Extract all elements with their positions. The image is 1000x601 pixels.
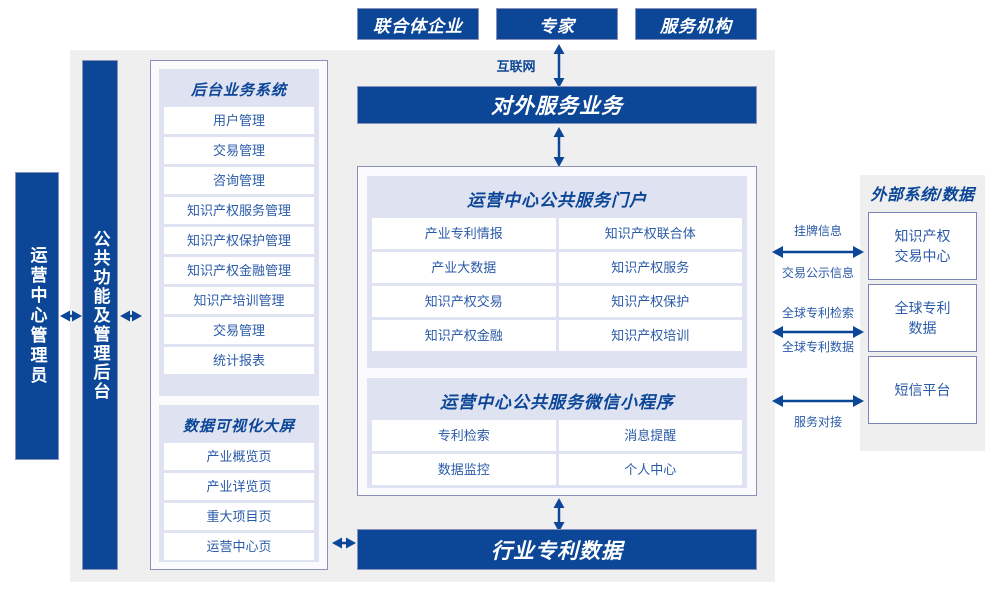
portal-item-5[interactable]: 知识产权保护 xyxy=(558,286,742,317)
external-conn-arrow-2 xyxy=(772,391,864,411)
visualization-item-label-3: 运营中心页 xyxy=(206,539,272,554)
center-subpanel: 运营中心公共服务门户 产业专利情报 知识产权联合体 产业大数据 知识产权服务 知… xyxy=(357,166,757,496)
backoffice-title: 后台业务系统 xyxy=(190,82,287,99)
backoffice-item-6[interactable]: 知识产培训管理 xyxy=(164,287,314,314)
backoffice-item-label-5: 知识产权金融管理 xyxy=(186,263,291,278)
portal-item-0[interactable]: 产业专利情报 xyxy=(372,218,556,249)
role-admin-bar[interactable]: 运营中心管理员 xyxy=(15,172,59,460)
industry-patent-data-label: 行业专利数据 xyxy=(491,539,623,563)
backoffice-to-data-arrow xyxy=(332,533,356,553)
external-conn-label-below-0: 交易公示信息 xyxy=(781,266,854,280)
backoffice-item-label-8: 统计报表 xyxy=(212,353,265,368)
visualization-item-label-0: 产业概览页 xyxy=(206,449,272,464)
portal-item-label-5: 知识产权保护 xyxy=(611,294,690,309)
visualization-group: 数据可视化大屏 产业概览页 产业详览页 重大项目页 运营中心页 xyxy=(159,405,319,562)
internet-label: 互联网 xyxy=(496,59,536,74)
external-conn-label-above-0: 挂牌信息 xyxy=(793,224,842,238)
visualization-item-1[interactable]: 产业详览页 xyxy=(164,473,314,500)
backoffice-item-5[interactable]: 知识产权金融管理 xyxy=(164,257,314,284)
portal-item-label-4: 知识产权交易 xyxy=(424,294,503,309)
miniprogram-grid: 专利检索 消息提醒 数据监控 个人中心 xyxy=(372,420,742,485)
miniprogram-group: 运营中心公共服务微信小程序 专利检索 消息提醒 数据监控 个人中心 xyxy=(367,378,747,488)
common-to-backoffice-arrow xyxy=(120,306,142,326)
portal-item-2[interactable]: 产业大数据 xyxy=(372,252,556,283)
external-conn-arrow-1 xyxy=(772,322,864,342)
external-box-2[interactable]: 短信平台 xyxy=(868,356,977,424)
visualization-title: 数据可视化大屏 xyxy=(182,418,295,435)
external-conn-label-below-2: 服务对接 xyxy=(793,415,842,429)
portal-group: 运营中心公共服务门户 产业专利情报 知识产权联合体 产业大数据 知识产权服务 知… xyxy=(367,176,747,368)
admin-to-common-arrow xyxy=(60,306,82,326)
backoffice-item-3[interactable]: 知识产权服务管理 xyxy=(164,197,314,224)
backoffice-subpanel: 后台业务系统 用户管理 交易管理 咨询管理 知识产权服务管理 知识产权保护管理 … xyxy=(150,60,328,570)
miniprogram-title: 运营中心公共服务微信小程序 xyxy=(440,393,674,412)
portal-item-6[interactable]: 知识产权金融 xyxy=(372,320,556,351)
miniprogram-item-3[interactable]: 个人中心 xyxy=(558,454,742,485)
miniprogram-item-label-1: 消息提醒 xyxy=(624,428,677,443)
portal-item-7[interactable]: 知识产权培训 xyxy=(558,320,742,351)
miniprogram-item-2[interactable]: 数据监控 xyxy=(372,454,556,485)
role-admin-label: 运营中心管理员 xyxy=(27,246,47,386)
miniprogram-item-0[interactable]: 专利检索 xyxy=(372,420,556,451)
external-systems-title: 外部系统/数据 xyxy=(870,187,975,204)
backoffice-item-0[interactable]: 用户管理 xyxy=(164,107,314,134)
external-box-label-2: 短信平台 xyxy=(894,381,951,398)
backoffice-item-label-0: 用户管理 xyxy=(212,113,265,128)
portal-item-label-2: 产业大数据 xyxy=(431,260,497,275)
internet-arrow xyxy=(549,44,569,88)
portal-item-label-6: 知识产权金融 xyxy=(424,328,503,343)
backoffice-item-label-7: 交易管理 xyxy=(212,323,265,338)
visualization-item-2[interactable]: 重大项目页 xyxy=(164,503,314,530)
portal-item-label-0: 产业专利情报 xyxy=(424,226,503,241)
backoffice-item-label-4: 知识产权保护管理 xyxy=(186,233,291,248)
portal-item-3[interactable]: 知识产权服务 xyxy=(558,252,742,283)
role-common-bar[interactable]: 公共功能及管理后台 xyxy=(82,60,118,570)
backoffice-item-label-1: 交易管理 xyxy=(212,143,265,158)
visualization-item-label-2: 重大项目页 xyxy=(206,509,272,524)
external-box-1[interactable]: 全球专利 数据 xyxy=(868,284,977,352)
backoffice-item-7[interactable]: 交易管理 xyxy=(164,317,314,344)
external-service-bar[interactable]: 对外服务业务 xyxy=(357,86,757,124)
portal-item-label-7: 知识产权培训 xyxy=(611,328,690,343)
portal-item-4[interactable]: 知识产权交易 xyxy=(372,286,556,317)
top-actor-box-2[interactable]: 服务机构 xyxy=(635,8,757,40)
backoffice-item-label-3: 知识产权服务管理 xyxy=(186,203,291,218)
visualization-item-3[interactable]: 运营中心页 xyxy=(164,533,314,560)
miniprogram-item-label-0: 专利检索 xyxy=(437,428,490,443)
portal-item-label-1: 知识产权联合体 xyxy=(604,226,696,241)
portal-to-data-arrow xyxy=(549,498,569,532)
portal-title: 运营中心公共服务门户 xyxy=(467,191,647,210)
service-to-portal-arrow xyxy=(549,127,569,167)
external-box-label-0: 知识产权 交易中心 xyxy=(894,227,951,264)
miniprogram-item-1[interactable]: 消息提醒 xyxy=(558,420,742,451)
top-actor-label-1: 专家 xyxy=(539,16,575,36)
external-systems-panel: 外部系统/数据 知识产权 交易中心 全球专利 数据 短信平台 xyxy=(860,175,985,451)
external-box-0[interactable]: 知识产权 交易中心 xyxy=(868,212,977,280)
visualization-item-0[interactable]: 产业概览页 xyxy=(164,443,314,470)
portal-item-1[interactable]: 知识产权联合体 xyxy=(558,218,742,249)
external-service-label: 对外服务业务 xyxy=(491,95,623,118)
external-conn-arrow-0 xyxy=(772,242,864,262)
top-actor-label-2: 服务机构 xyxy=(660,16,732,36)
backoffice-item-2[interactable]: 咨询管理 xyxy=(164,167,314,194)
external-conn-label-below-1: 全球专利数据 xyxy=(781,340,854,354)
top-actor-box-0[interactable]: 联合体企业 xyxy=(357,8,479,40)
backoffice-item-1[interactable]: 交易管理 xyxy=(164,137,314,164)
top-actor-box-1[interactable]: 专家 xyxy=(496,8,618,40)
top-actor-label-0: 联合体企业 xyxy=(373,16,463,36)
external-box-label-1: 全球专利 数据 xyxy=(894,299,951,336)
external-conn-label-above-1: 全球专利检索 xyxy=(781,306,854,320)
visualization-item-label-1: 产业详览页 xyxy=(206,479,272,494)
portal-item-label-3: 知识产权服务 xyxy=(611,260,690,275)
portal-grid: 产业专利情报 知识产权联合体 产业大数据 知识产权服务 知识产权交易 知识产权保… xyxy=(372,218,742,351)
miniprogram-item-label-2: 数据监控 xyxy=(437,462,490,477)
role-common-label: 公共功能及管理后台 xyxy=(90,229,110,401)
backoffice-item-label-2: 咨询管理 xyxy=(212,173,265,188)
backoffice-group: 后台业务系统 用户管理 交易管理 咨询管理 知识产权服务管理 知识产权保护管理 … xyxy=(159,69,319,396)
backoffice-item-4[interactable]: 知识产权保护管理 xyxy=(164,227,314,254)
industry-patent-data-bar[interactable]: 行业专利数据 xyxy=(357,529,757,570)
backoffice-item-label-6: 知识产培训管理 xyxy=(193,293,285,308)
backoffice-item-8[interactable]: 统计报表 xyxy=(164,347,314,374)
miniprogram-item-label-3: 个人中心 xyxy=(624,462,677,477)
